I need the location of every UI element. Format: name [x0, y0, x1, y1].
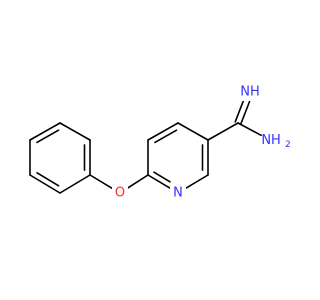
bond-p3-p4-inner [154, 129, 178, 144]
bond-p2-o [125, 174, 149, 190]
bond-b3-b4 [29, 122, 61, 141]
bond-b3-b4-inner [36, 129, 60, 144]
bond-p4-p5 [177, 122, 209, 141]
bond-p3-p4 [147, 122, 179, 141]
bond-o-b1 [89, 174, 114, 190]
bond-layer [29, 98, 262, 194]
bond-p1-p2 [147, 174, 172, 190]
imine-nh-label: NH [240, 85, 260, 100]
amine-nh2-label-bg [264, 130, 294, 152]
ether-o-label-bg [112, 184, 128, 202]
bond-c7-n8-b [234, 98, 245, 123]
amine-nh2-label: NH 2 [261, 133, 290, 151]
bond-b6-b1 [59, 174, 91, 194]
bond-b2-b3 [59, 122, 91, 141]
bond-c7-n9 [237, 122, 262, 137]
atom-label-layer: NH NH 2 N O [112, 83, 294, 202]
ether-o-label: O [115, 186, 125, 201]
amine-subscript: 2 [285, 140, 291, 150]
pyridine-n-label: N [173, 186, 183, 201]
imine-nh-label-bg [238, 83, 262, 101]
bond-b5-b6 [29, 174, 61, 194]
bond-p5-c7 [207, 122, 239, 141]
amine-nh-text: NH [261, 133, 281, 148]
pyridine-n-label-bg [170, 184, 186, 202]
molecule-structure: NH NH 2 N O [29, 83, 294, 202]
bond-b5-b6-inner [36, 172, 60, 187]
bond-p6-p1 [184, 174, 209, 190]
bond-c7-n8-a [240, 100, 251, 125]
bond-p1-p2-inner [153, 171, 171, 183]
